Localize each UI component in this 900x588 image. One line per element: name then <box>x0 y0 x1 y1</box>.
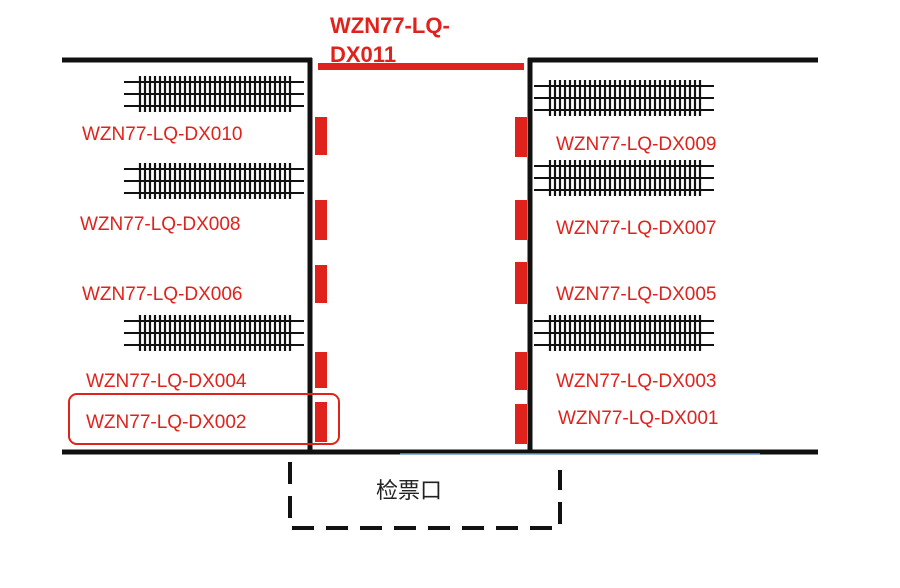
door-marker-dx008 <box>315 200 327 240</box>
escalator-banks <box>124 76 714 351</box>
label-dx004: WZN77-LQ-DX004 <box>86 371 247 392</box>
label-dx006: WZN77-LQ-DX006 <box>82 284 243 305</box>
escalator-right-3 <box>534 315 714 351</box>
escalator-left-3 <box>124 315 304 351</box>
highlight-dx002-box <box>68 393 340 445</box>
door-marker-dx004 <box>315 352 327 388</box>
door-marker-dx010 <box>315 117 327 155</box>
escalator-left-1 <box>124 76 304 112</box>
door-marker-dx009 <box>515 117 527 157</box>
escalator-right-1 <box>534 80 714 116</box>
label-dx007: WZN77-LQ-DX007 <box>556 218 717 239</box>
label-dx003: WZN77-LQ-DX003 <box>556 371 717 392</box>
ticket-gate-label: 检票口 <box>376 479 442 504</box>
door-marker-dx005 <box>515 262 527 304</box>
door-marker-dx002 <box>315 402 327 442</box>
label-dx010: WZN77-LQ-DX010 <box>82 124 243 145</box>
gate-dx011-marker <box>318 63 524 70</box>
label-dx008: WZN77-LQ-DX008 <box>80 214 241 235</box>
label-dx011-line2: DX011 <box>330 42 396 67</box>
label-dx002: WZN77-LQ-DX002 <box>86 412 247 433</box>
label-dx009: WZN77-LQ-DX009 <box>556 134 717 155</box>
label-dx005: WZN77-LQ-DX005 <box>556 284 717 305</box>
door-marker-dx007 <box>515 200 527 240</box>
door-marker-dx003 <box>515 352 527 390</box>
escalator-right-2 <box>534 160 714 196</box>
door-marker-dx006 <box>315 265 327 303</box>
escalator-left-2 <box>124 163 304 199</box>
door-marker-dx001 <box>515 404 527 444</box>
label-dx001: WZN77-LQ-DX001 <box>558 408 719 429</box>
label-dx011-line1: WZN77-LQ- <box>330 13 450 38</box>
